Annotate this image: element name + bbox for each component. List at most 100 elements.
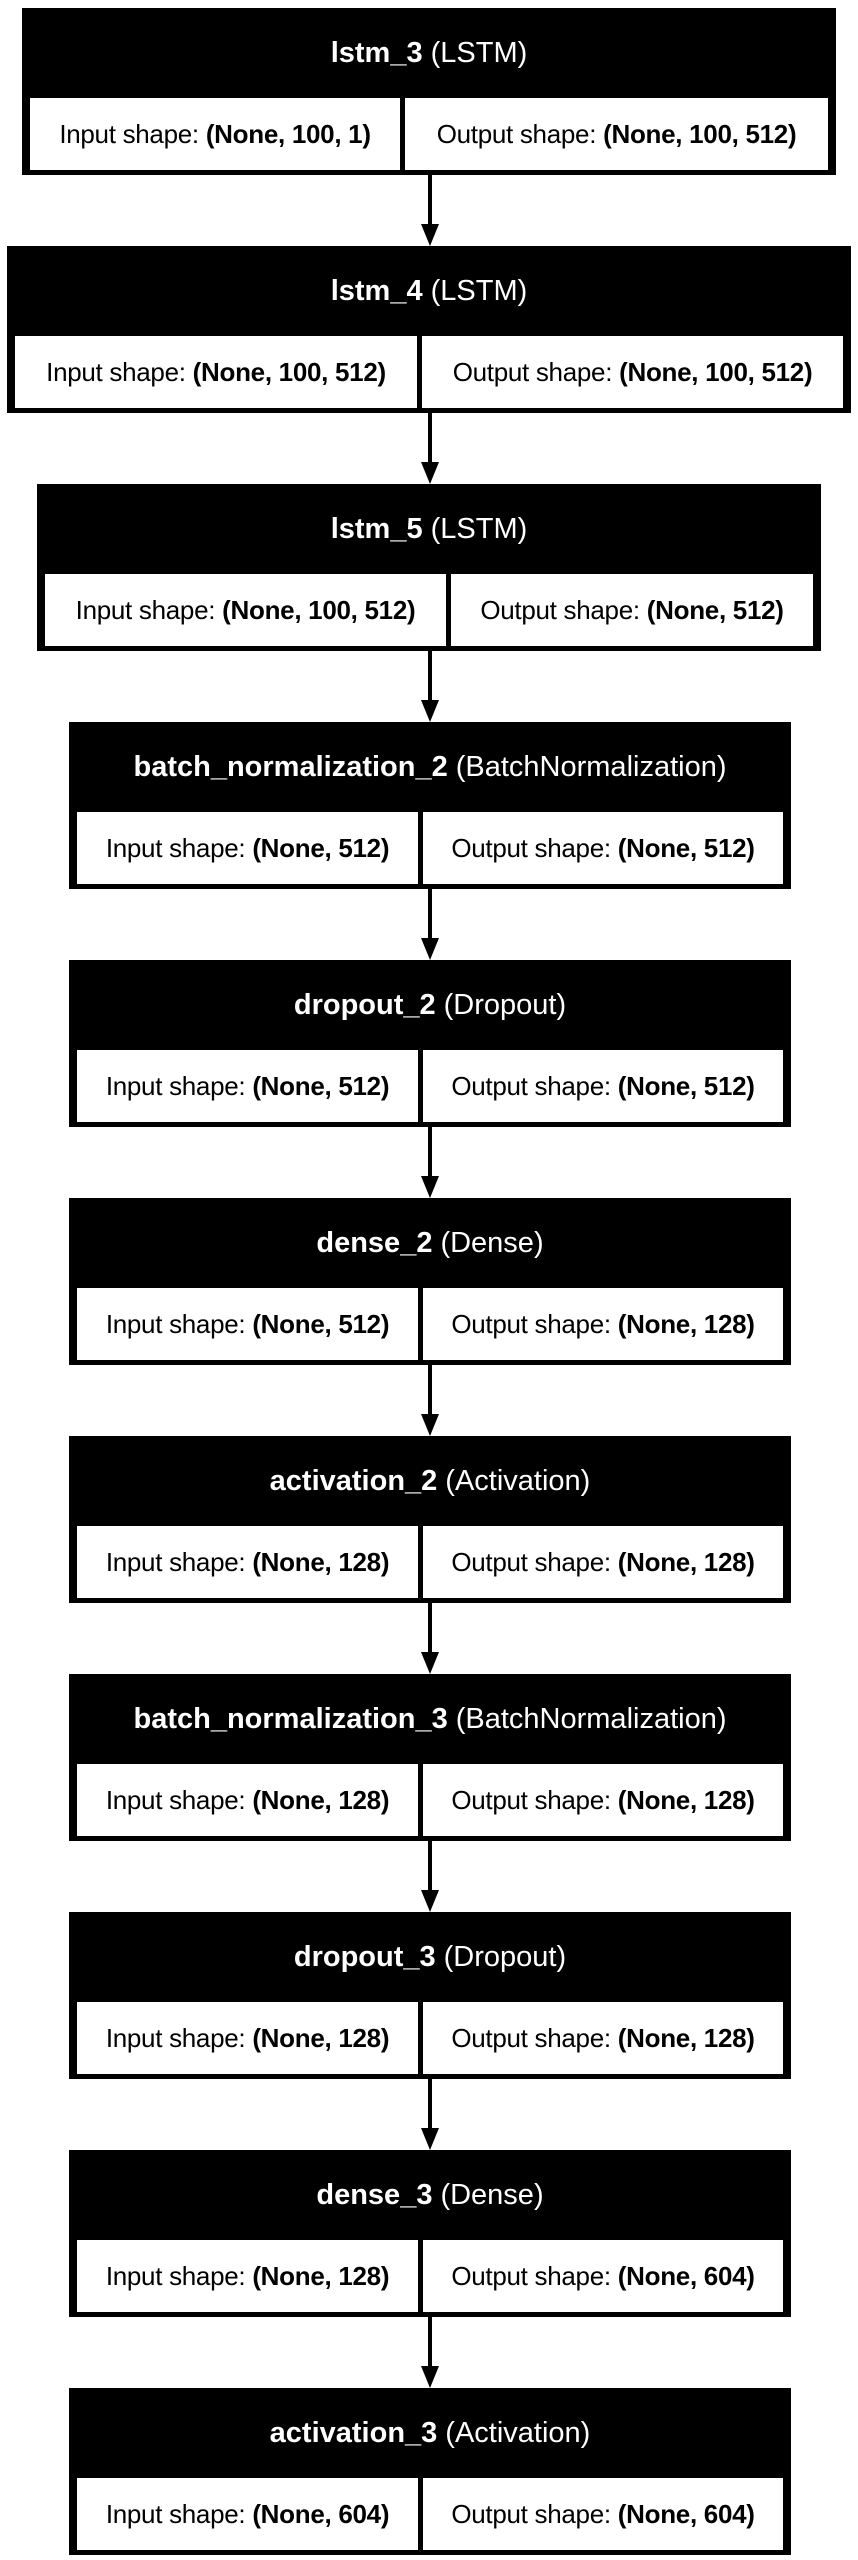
layer-type: (BatchNormalization) (455, 1702, 727, 1735)
layer-name: activation_3 (269, 2416, 438, 2449)
input-shape-cell: Input shape:(None, 512) (77, 812, 418, 884)
output-shape-label: Output shape: (451, 1784, 611, 1815)
output-shape-cell: Output shape:(None, 512) (451, 574, 813, 646)
output-shape-value: (None, 128) (617, 1308, 755, 1339)
input-shape-label: Input shape: (105, 2260, 246, 2291)
input-shape-cell: Input shape:(None, 512) (77, 1288, 418, 1360)
output-shape-value: (None, 512) (617, 1070, 755, 1101)
output-shape-cell: Output shape:(None, 512) (423, 1050, 783, 1122)
layer-node: batch_normalization_2(BatchNormalization… (69, 722, 791, 889)
layer-title: lstm_5(LSTM) (37, 484, 821, 574)
layer-type: (LSTM) (430, 274, 528, 307)
layer-type: (Dense) (440, 1226, 544, 1259)
output-shape-value: (None, 512) (646, 594, 784, 625)
output-shape-cell: Output shape:(None, 100, 512) (405, 98, 828, 170)
connector-line (428, 413, 432, 464)
input-shape-label: Input shape: (105, 1784, 246, 1815)
input-shape-value: (None, 128) (252, 2260, 390, 2291)
output-shape-value: (None, 128) (617, 1546, 755, 1577)
layer-node: lstm_3(LSTM) Input shape:(None, 100, 1) Ou… (22, 8, 836, 175)
layer-name: batch_normalization_2 (133, 750, 448, 783)
output-shape-cell: Output shape:(None, 512) (423, 812, 783, 884)
connector-line (428, 2317, 432, 2368)
connector-line (428, 1841, 432, 1892)
arrowhead-icon (421, 462, 439, 484)
input-shape-cell: Input shape:(None, 128) (77, 1526, 418, 1598)
input-shape-label: Input shape: (105, 2498, 246, 2529)
layer-type: (Activation) (445, 2416, 591, 2449)
output-shape-label: Output shape: (451, 2498, 611, 2529)
output-shape-label: Output shape: (451, 832, 611, 863)
input-shape-value: (None, 512) (252, 832, 390, 863)
arrowhead-icon (421, 1652, 439, 1674)
layer-node: activation_2(Activation)Input shape:(Non… (69, 1436, 791, 1603)
layer-type: (BatchNormalization) (455, 750, 727, 783)
layer-node: dense_2(Dense)Input shape:(None, 512)Out… (69, 1198, 791, 1365)
connector-line (428, 1603, 432, 1654)
input-shape-value: (None, 100, 1) (205, 118, 371, 149)
input-shape-label: Input shape: (105, 1070, 246, 1101)
output-shape-value: (None, 604) (617, 2260, 755, 2291)
input-shape-value: (None, 128) (252, 1546, 390, 1577)
input-shape-value: (None, 604) (252, 2498, 390, 2529)
layer-title: batch_normalization_3(BatchNormalization… (69, 1674, 791, 1764)
arrowhead-icon (421, 2366, 439, 2388)
input-shape-label: Input shape: (105, 2022, 246, 2053)
layer-node: dropout_2(Dropout)Input shape:(None, 512… (69, 960, 791, 1127)
layer-title: activation_3(Activation) (69, 2388, 791, 2478)
connector-line (428, 889, 432, 940)
input-shape-label: Input shape: (105, 1546, 246, 1577)
layer-title: dropout_3(Dropout) (69, 1912, 791, 2002)
input-shape-label: Input shape: (59, 118, 199, 149)
layer-node: dense_3(Dense)Input shape:(None, 128)Out… (69, 2150, 791, 2317)
layer-type: (Dropout) (443, 1940, 567, 1973)
layer-name: dense_2 (316, 1226, 433, 1259)
output-shape-cell: Output shape:(None, 100, 512) (422, 336, 843, 408)
input-shape-value: (None, 100, 512) (192, 356, 386, 387)
connector-line (428, 651, 432, 702)
input-shape-label: Input shape: (105, 832, 246, 863)
output-shape-label: Output shape: (451, 2022, 611, 2053)
output-shape-cell: Output shape:(None, 128) (423, 2002, 783, 2074)
output-shape-label: Output shape: (451, 2260, 611, 2291)
input-shape-label: Input shape: (75, 594, 216, 625)
layer-name: activation_2 (269, 1464, 438, 1497)
input-shape-value: (None, 512) (252, 1308, 390, 1339)
layer-node: lstm_5(LSTM)Input shape:(None, 100, 512)… (37, 484, 821, 651)
input-shape-value: (None, 100, 512) (222, 594, 416, 625)
output-shape-cell: Output shape:(None, 128) (423, 1526, 783, 1598)
layer-title: batch_normalization_2(BatchNormalization… (69, 722, 791, 812)
layer-title: activation_2(Activation) (69, 1436, 791, 1526)
connector-line (428, 1127, 432, 1178)
output-shape-cell: Output shape:(None, 604) (423, 2240, 783, 2312)
input-shape-value: (None, 512) (252, 1070, 390, 1101)
output-shape-cell: Output shape:(None, 128) (423, 1764, 783, 1836)
layer-name: lstm_5 (330, 512, 423, 545)
output-shape-label: Output shape: (480, 594, 640, 625)
layer-type: (LSTM) (430, 512, 528, 545)
layer-title: dense_3(Dense) (69, 2150, 791, 2240)
arrowhead-icon (421, 938, 439, 960)
layer-node: batch_normalization_3(BatchNormalization… (69, 1674, 791, 1841)
layer-title: lstm_3(LSTM) (22, 8, 836, 98)
layer-name: lstm_3 (330, 36, 423, 69)
output-shape-value: (None, 128) (617, 2022, 755, 2053)
layer-node: dropout_3(Dropout)Input shape:(None, 128… (69, 1912, 791, 2079)
connector-line (428, 1365, 432, 1416)
input-shape-cell: Input shape:(None, 100, 512) (45, 574, 446, 646)
output-shape-value: (None, 604) (617, 2498, 755, 2529)
input-shape-label: Input shape: (46, 356, 186, 387)
layer-name: dropout_2 (293, 988, 436, 1021)
input-shape-cell: Input shape:(None, 128) (77, 1764, 418, 1836)
layer-node: activation_3(Activation)Input shape:(Non… (69, 2388, 791, 2555)
layer-type: (LSTM) (430, 36, 528, 69)
input-shape-value: (None, 128) (252, 1784, 390, 1815)
output-shape-label: Output shape: (436, 118, 597, 149)
arrowhead-icon (421, 224, 439, 246)
input-shape-value: (None, 128) (252, 2022, 390, 2053)
output-shape-label: Output shape: (452, 356, 613, 387)
connector-line (428, 2079, 432, 2130)
output-shape-label: Output shape: (451, 1546, 611, 1577)
input-shape-cell: Input shape:(None, 128) (77, 2240, 418, 2312)
output-shape-value: (None, 512) (617, 832, 755, 863)
